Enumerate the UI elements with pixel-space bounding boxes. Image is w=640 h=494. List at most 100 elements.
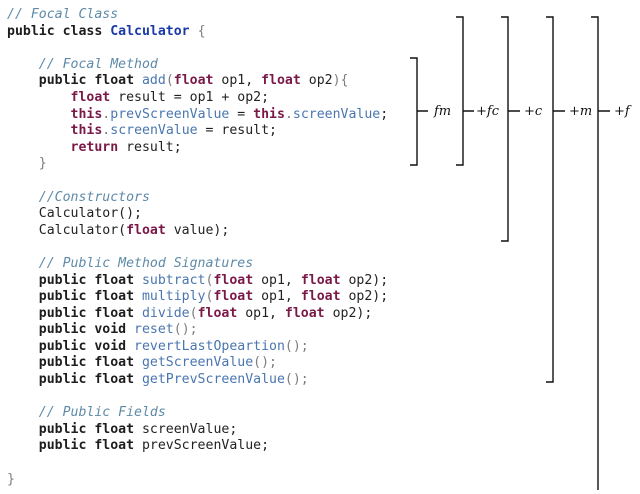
bracket-label-m: +m — [569, 104, 592, 119]
code-line: // Public Fields — [7, 405, 388, 422]
code-token-member: screenValue — [292, 106, 381, 122]
code-token-keyword: float — [173, 73, 214, 89]
code-token-member: screenValue — [110, 123, 198, 139]
code-token-keyword-dark: public class — [7, 23, 111, 39]
code-token-punct: (); — [173, 322, 198, 338]
code-line: this.prevScreenValue = this.screenValue; — [7, 106, 389, 124]
code-token-keyword: float — [300, 289, 341, 305]
code-token-plain: = result; — [197, 123, 277, 139]
code-line: // Focal Method — [7, 57, 388, 74]
code-token-punct: { — [189, 23, 206, 39]
code-token-keyword: this — [70, 123, 103, 139]
code-token-plain: screenValue; — [141, 421, 238, 437]
code-token-keyword: return — [70, 139, 119, 155]
code-token-plain: result = op1 + op2; — [110, 89, 270, 105]
code-line: public float getPrevScreenValue(); — [7, 372, 388, 389]
code-token-keyword-dark: public float — [38, 372, 142, 388]
code-token-plain: op2); — [324, 305, 373, 321]
code-token-plain: op1, — [253, 289, 301, 305]
code-token-keyword-dark: public float — [38, 73, 142, 89]
code-line: Calculator(float value); — [7, 223, 388, 240]
code-token-plain: op2 — [300, 73, 333, 89]
code-token-method: divide — [141, 305, 190, 321]
code-token-keyword: float — [70, 89, 111, 105]
code-token-plain: prevScreenValue; — [141, 438, 270, 454]
code-token-punct: (); — [253, 355, 277, 371]
bracket-fc — [456, 16, 474, 166]
code-token-punct: . — [102, 106, 111, 122]
bracket-label-f: +f — [614, 104, 632, 119]
code-token-punct: ){ — [332, 73, 349, 89]
code-token-plain: Calculator( — [7, 222, 127, 238]
code-token-keyword-dark: public float — [38, 305, 142, 321]
code-token-plain: ; — [380, 106, 389, 122]
code-line: this.screenValue = result; — [7, 123, 388, 140]
bracket-f — [591, 16, 610, 490]
code-line: // Focal Class — [7, 7, 388, 24]
code-token-method: getPrevScreenValue — [141, 372, 285, 388]
code-token-keyword-dark: public float — [38, 421, 142, 437]
code-token-method: reset — [134, 322, 174, 338]
code-token-plain: op2); — [340, 289, 389, 305]
code-token-comment: // Focal Method — [38, 56, 158, 72]
code-line: public float screenValue; — [7, 422, 388, 439]
code-token-punct: . — [102, 123, 111, 139]
code-token-keyword-dark: public float — [38, 438, 142, 454]
code-token-comment: // Public Fields — [38, 405, 166, 421]
code-token-comment: // Public Method Signatures — [38, 255, 254, 271]
code-line: public float subtract(float op1, float o… — [7, 273, 388, 290]
code-line: } — [7, 156, 388, 173]
code-line: public float getScreenValue(); — [7, 355, 388, 372]
code-token-plain: op2); — [340, 272, 389, 288]
code-token-method: revertLastOpeartion — [134, 338, 285, 354]
code-token-punct: (); — [284, 372, 309, 388]
code-token-punct: ( — [205, 272, 214, 288]
code-line: } — [7, 472, 388, 489]
code-token-plain: result; — [118, 139, 182, 155]
bracket-c — [501, 16, 520, 242]
code-token-punct: ( — [165, 73, 174, 89]
code-token-method: getScreenValue — [141, 355, 254, 371]
code-line: public class Calculator { — [7, 24, 388, 41]
code-line: Calculator(); — [7, 206, 388, 223]
code-token-punct: ( — [205, 289, 214, 305]
code-token-plain: Calculator(); — [7, 206, 142, 222]
code-token-comment: // Focal Class — [7, 7, 119, 22]
code-token-keyword: float — [261, 73, 301, 89]
code-token-plain: = — [229, 106, 254, 122]
code-token-keyword-dark: public void — [38, 322, 135, 338]
code-line: // Public Method Signatures — [7, 256, 388, 273]
code-line: //Constructors — [7, 190, 388, 207]
code-token-keyword-dark: public float — [38, 355, 142, 371]
code-token-method: subtract — [141, 272, 206, 288]
code-token-keyword-dark: public float — [38, 289, 142, 305]
code-token-type: Calculator — [110, 23, 190, 39]
code-line: public float divide(float op1, float op2… — [7, 306, 388, 323]
bracket-m — [546, 16, 565, 383]
code-token-keyword: float — [213, 272, 254, 288]
code-line: public float prevScreenValue; — [7, 438, 388, 455]
code-line: public void revertLastOpeartion(); — [7, 339, 388, 356]
code-token-punct: (); — [284, 338, 309, 354]
code-line: public float multiply(float op1, float o… — [7, 289, 388, 306]
code-token-keyword: this — [253, 106, 285, 122]
code-token-punct: } — [7, 471, 15, 487]
code-token-keyword: float — [126, 222, 166, 238]
code-token-keyword-dark: public void — [38, 338, 135, 354]
bracket-label-fc: +fc — [476, 104, 500, 119]
code-token-plain: value); — [165, 222, 230, 238]
code-line: float result = op1 + op2; — [7, 90, 388, 107]
code-token-punct: ( — [189, 305, 198, 321]
code-line: return result; — [7, 140, 388, 157]
bracket-fm — [410, 57, 428, 166]
code-token-comment: //Constructors — [38, 189, 150, 205]
code-token-punct: } — [7, 156, 47, 172]
code-token-punct: . — [284, 106, 293, 122]
code-token-keyword: this — [70, 106, 103, 122]
code-token-keyword: float — [213, 289, 254, 305]
code-token-method: add — [141, 73, 166, 89]
code-token-keyword: float — [300, 272, 341, 288]
code-token-member: prevScreenValue — [110, 106, 230, 122]
